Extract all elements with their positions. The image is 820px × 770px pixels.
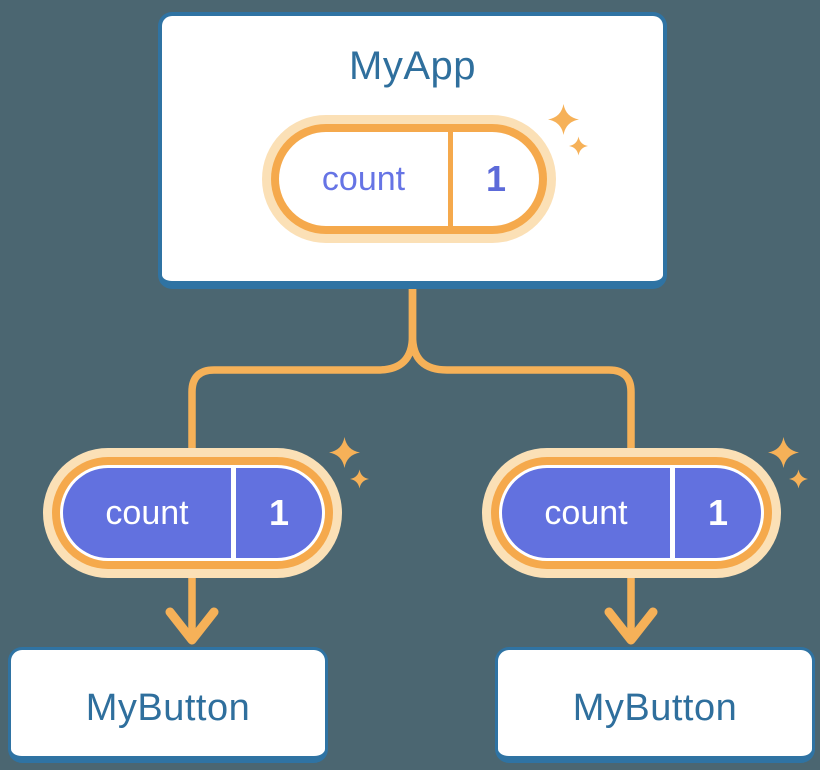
state-name: count	[105, 493, 189, 532]
arrowhead-right	[604, 607, 658, 645]
pill-ring: count 1	[271, 124, 547, 234]
state-value: 1	[707, 492, 729, 533]
pill-divider	[448, 132, 453, 226]
pill-divider	[231, 468, 236, 558]
sparkle-icon	[789, 469, 808, 489]
sparkle-icon	[350, 469, 369, 489]
state-name: count	[321, 159, 406, 198]
state-name: count	[544, 493, 628, 532]
pill-core: count 1	[279, 132, 539, 226]
pill-core: count 1	[60, 465, 325, 561]
pill-state-fill: count 1	[502, 468, 761, 558]
component-title: MyApp	[349, 44, 476, 88]
arrowhead-left	[165, 607, 219, 645]
mybutton-card-right: MyButton	[495, 647, 815, 763]
sparkle-icon	[569, 136, 588, 156]
sparkle-icon	[768, 437, 799, 468]
sparkle-icon	[548, 104, 579, 135]
pill-state-fill: count 1	[63, 468, 322, 558]
pill-divider	[670, 468, 675, 558]
state-pill-right: count 1	[482, 437, 808, 578]
state-value: 1	[485, 158, 507, 199]
pill-ring: count 1	[52, 457, 333, 569]
state-pill-root: count 1	[262, 104, 588, 243]
component-title: MyButton	[85, 686, 251, 729]
state-value: 1	[268, 492, 290, 533]
component-title: MyButton	[572, 686, 738, 729]
state-pill-left: count 1	[43, 437, 369, 578]
mybutton-card-left: MyButton	[8, 647, 328, 763]
sparkle-icon	[329, 437, 360, 468]
pill-ring: count 1	[491, 457, 772, 569]
connector-right-branch	[408, 283, 635, 641]
pill-core: count 1	[499, 465, 764, 561]
